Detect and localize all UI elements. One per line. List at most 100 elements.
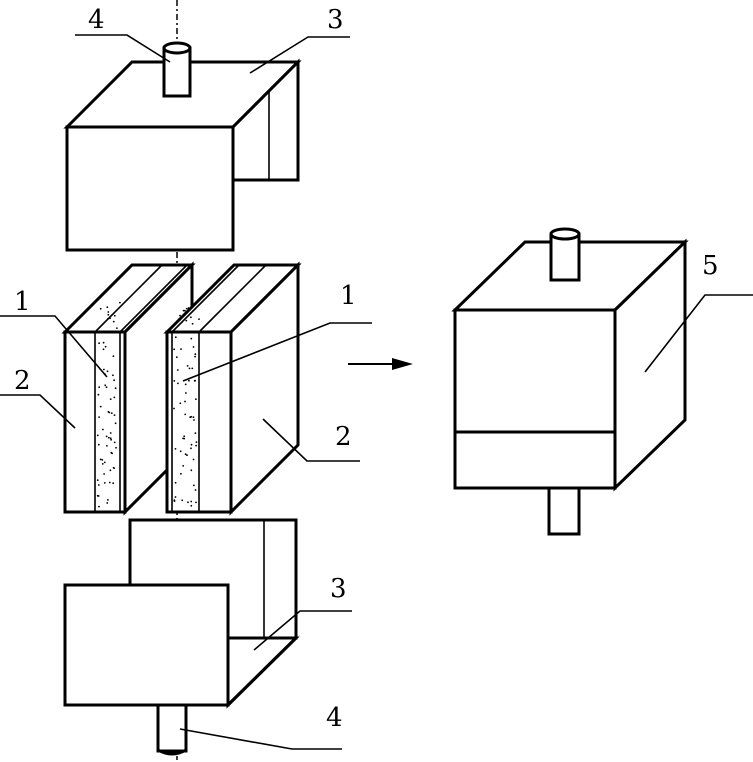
stipple-dot — [190, 443, 193, 446]
stipple-dot — [195, 501, 197, 504]
stipple-dot — [174, 481, 177, 484]
stipple-dot — [189, 416, 192, 419]
stipple-dot — [195, 444, 198, 447]
stipple-dot — [180, 472, 182, 475]
stipple-dot — [110, 438, 112, 441]
stipple-dot — [180, 348, 182, 350]
stipple-dot — [106, 502, 109, 504]
stipple-dot — [113, 414, 116, 416]
label-left-insulation: 1 — [14, 287, 31, 317]
leader-lines — [0, 34, 753, 750]
label-top-rod: 4 — [88, 5, 105, 35]
stipple-dot — [97, 495, 100, 497]
leader-right-panel — [262, 418, 360, 462]
stipple-dot — [184, 400, 186, 403]
stipple-dot — [173, 348, 176, 351]
stipple-dot — [179, 402, 182, 405]
bottom-cap-front-face — [63, 583, 230, 707]
stipple-dot — [114, 422, 117, 425]
stipple-dot — [107, 311, 110, 313]
stipple-dot — [98, 342, 100, 345]
stipple-dot — [107, 499, 109, 501]
stipple-dot — [102, 428, 104, 431]
stipple-dot — [107, 313, 110, 316]
stipple-dot — [101, 459, 104, 461]
stipple-dot — [99, 405, 102, 408]
stipple-dot — [194, 353, 197, 356]
top-rod-body — [162, 46, 192, 98]
right-panel-layer-line-2 — [198, 264, 267, 333]
stipple-dot — [190, 500, 193, 503]
stipple-dot — [194, 432, 197, 434]
stipple-dot — [195, 398, 197, 401]
stipple-dot — [185, 392, 187, 394]
stipple-dot — [190, 337, 193, 340]
stipple-dot — [108, 481, 111, 484]
label-left-panel: 2 — [14, 366, 31, 396]
right-arrow-icon — [348, 358, 413, 370]
stipple-dot — [102, 348, 105, 351]
stipple-dot — [98, 386, 101, 389]
stipple-dot — [106, 370, 109, 373]
stipple-dot — [97, 484, 100, 486]
stipple-dot — [103, 461, 106, 464]
leader-assembled-unit — [644, 294, 753, 373]
left-panel-layer-line-2 — [119, 264, 188, 333]
stipple-dot — [190, 469, 193, 472]
stipple-dot — [113, 396, 116, 399]
left-panel-layer-line-1 — [94, 264, 163, 333]
stipple-dot — [109, 398, 112, 400]
unit-top-rod — [549, 232, 581, 282]
stipple-dot — [174, 496, 177, 498]
stipple-dot — [179, 314, 181, 317]
stipple-dot — [110, 412, 113, 414]
stipple-dot — [99, 458, 102, 461]
left-insulation-stipple — [96, 301, 121, 508]
stipple-dot — [178, 318, 180, 320]
bottom-cap-diagonal-edge — [226, 636, 298, 707]
stipple-dot — [179, 450, 182, 453]
stipple-dot — [106, 445, 108, 447]
bottom-rod — [156, 703, 188, 756]
stipple-dot — [184, 453, 187, 456]
label-bottom-cap: 3 — [330, 574, 347, 604]
label-assembled-unit: 5 — [702, 251, 719, 281]
leader-bottom-cap — [253, 610, 352, 651]
stipple-dot — [192, 346, 195, 348]
stipple-dot — [186, 365, 189, 367]
leader-top-cap — [249, 36, 350, 74]
stipple-dot — [193, 419, 195, 421]
stipple-dot — [103, 473, 105, 475]
stipple-dot — [97, 393, 100, 396]
stipple-dot — [173, 407, 175, 410]
stipple-dot — [182, 465, 185, 467]
stipple-dot — [113, 467, 115, 469]
assembled-unit — [451, 227, 689, 536]
stipple-dot — [112, 355, 115, 358]
stipple-dot — [184, 413, 187, 416]
stipple-dot — [183, 435, 186, 438]
stipple-dot — [109, 469, 112, 472]
stipple-dot — [188, 379, 190, 382]
stipple-dot — [184, 309, 186, 312]
left-insulation-layer — [94, 331, 121, 513]
stipple-dot — [114, 387, 117, 390]
stipple-dot — [103, 482, 106, 484]
stipple-dot — [110, 451, 113, 454]
bottom-rod-body — [156, 703, 188, 753]
stipple-dot — [113, 441, 116, 444]
stipple-dot — [101, 463, 104, 465]
stipple-dot — [102, 341, 105, 344]
stipple-dot — [113, 314, 116, 317]
stipple-dot — [109, 437, 112, 440]
stipple-dot — [184, 383, 187, 386]
stipple-dot — [181, 499, 184, 502]
stipple-dot — [183, 437, 186, 440]
stipple-dot — [176, 369, 179, 371]
stipple-dot — [187, 307, 190, 309]
stipple-dot — [96, 479, 99, 481]
bottom-end-cap — [63, 518, 300, 709]
unit-front-face — [453, 308, 617, 490]
stipple-dot — [105, 386, 108, 389]
